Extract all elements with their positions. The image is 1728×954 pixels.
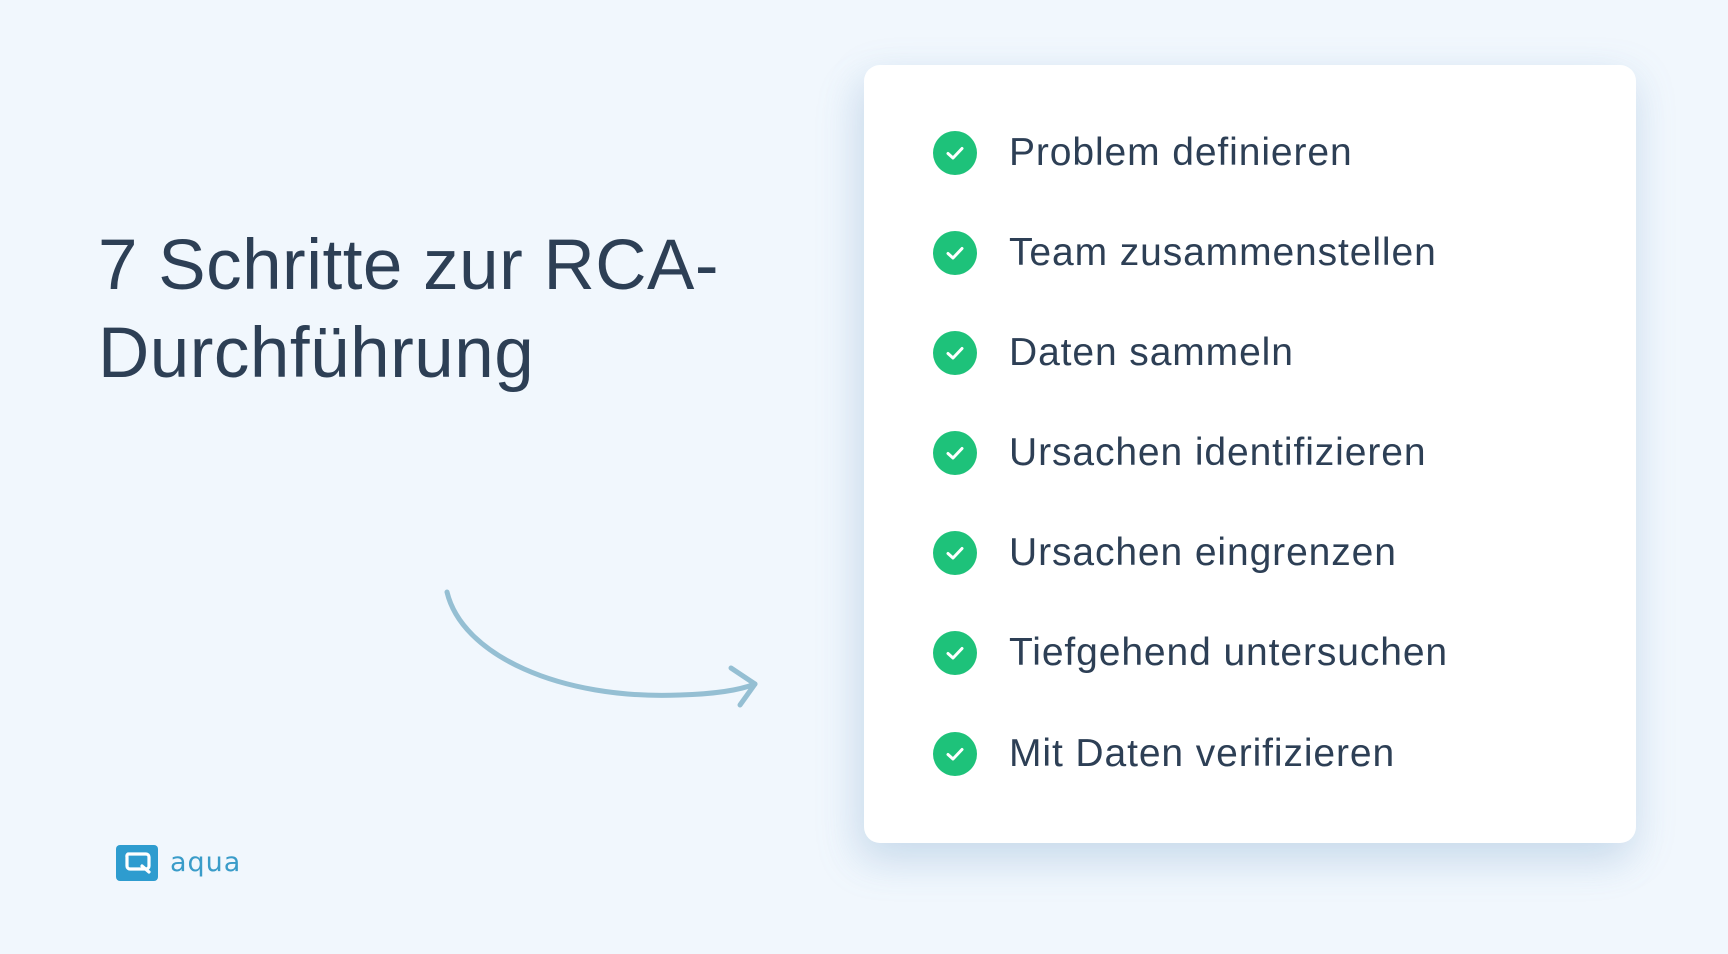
step-label: Ursachen identifizieren (1009, 431, 1427, 474)
aqua-logo: aqua (116, 845, 241, 881)
check-circle-icon (933, 131, 977, 175)
step-item: Team zusammenstellen (933, 231, 1437, 275)
step-item: Ursachen eingrenzen (933, 531, 1397, 575)
title-line-2: Durchführung (98, 314, 535, 393)
step-label: Mit Daten verifizieren (1009, 732, 1396, 775)
step-label: Daten sammeln (1009, 331, 1294, 374)
step-item: Daten sammeln (933, 331, 1294, 375)
check-circle-icon (933, 531, 977, 575)
title-line-1: 7 Schritte zur RCA- (98, 226, 720, 305)
check-circle-icon (933, 231, 977, 275)
logo-text: aqua (170, 847, 242, 878)
check-circle-icon (933, 732, 977, 776)
page-title: 7 Schritte zur RCA- Durchführung (98, 222, 719, 398)
aqua-logo-icon (116, 845, 158, 881)
step-label: Tiefgehend untersuchen (1009, 631, 1448, 674)
step-item: Problem definieren (933, 131, 1353, 175)
step-item: Ursachen identifizieren (933, 431, 1426, 475)
step-item: Mit Daten verifizieren (933, 732, 1395, 776)
step-item: Tiefgehend untersuchen (933, 631, 1448, 675)
step-label: Problem definieren (1009, 131, 1353, 174)
check-circle-icon (933, 431, 977, 475)
step-label: Ursachen eingrenzen (1009, 531, 1397, 574)
step-label: Team zusammenstellen (1009, 231, 1437, 274)
check-circle-icon (933, 331, 977, 375)
steps-card: Problem definieren Team zusammenstellen … (864, 65, 1636, 843)
check-circle-icon (933, 631, 977, 675)
